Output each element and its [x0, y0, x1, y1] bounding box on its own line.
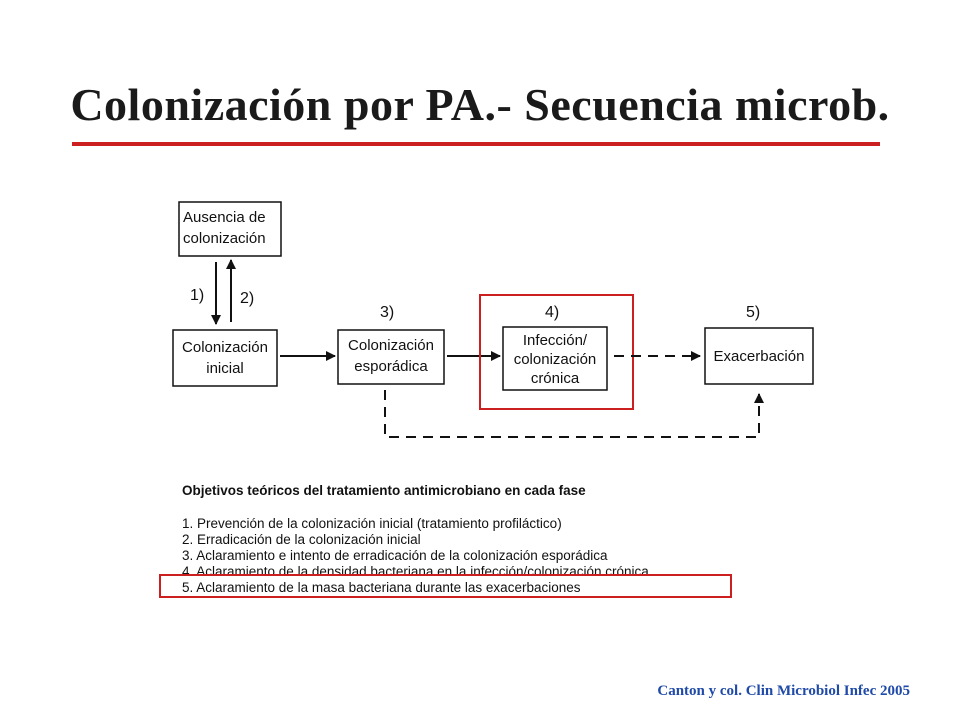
objectives-heading: Objetivos teóricos del tratamiento antim… [182, 483, 586, 498]
box-inicial-line1: Colonización [182, 339, 268, 356]
box-ausencia-line1: Ausencia de [183, 209, 266, 226]
box-exacerbacion-line1: Exacerbación [714, 348, 805, 365]
box-exacerbacion [704, 327, 814, 385]
citation: Canton y col. Clin Microbiol Infec 2005 [657, 683, 910, 699]
box-ausencia-line2: colonización [183, 230, 266, 247]
step-label-1: 1) [190, 287, 204, 304]
box-cronica-line2: colonización [514, 351, 597, 368]
box-ausencia [178, 201, 282, 257]
objective-item-2: 2. Erradicación de la colonización inici… [182, 532, 421, 547]
box-esporadica [337, 329, 445, 385]
box-inicial [172, 329, 278, 387]
slide-title: Colonización por PA.- Secuencia microb. [70, 79, 890, 130]
step-label-4: 4) [545, 304, 559, 321]
box-cronica-line3: crónica [531, 370, 580, 387]
step-label-2: 2) [240, 290, 254, 307]
step-label-3: 3) [380, 304, 394, 321]
objective-item-3: 3. Aclaramiento e intento de erradicació… [182, 548, 608, 563]
box-cronica [502, 326, 608, 391]
title-underline [72, 142, 880, 146]
box-inicial-line2: inicial [206, 360, 244, 377]
highlight-stage-4 [479, 294, 634, 410]
dashed-path-esporadica-to-exacerbacion [384, 390, 764, 438]
box-esporadica-line1: Colonización [348, 337, 434, 354]
step-label-5: 5) [746, 304, 760, 321]
box-esporadica-line2: esporádica [354, 358, 428, 375]
objective-item-1: 1. Prevención de la colonización inicial… [182, 516, 562, 531]
box-cronica-line1: Infección/ [523, 332, 588, 349]
objective-item-5: 5. Aclaramiento de la masa bacteriana du… [182, 580, 581, 595]
highlight-objective-4 [159, 574, 732, 598]
